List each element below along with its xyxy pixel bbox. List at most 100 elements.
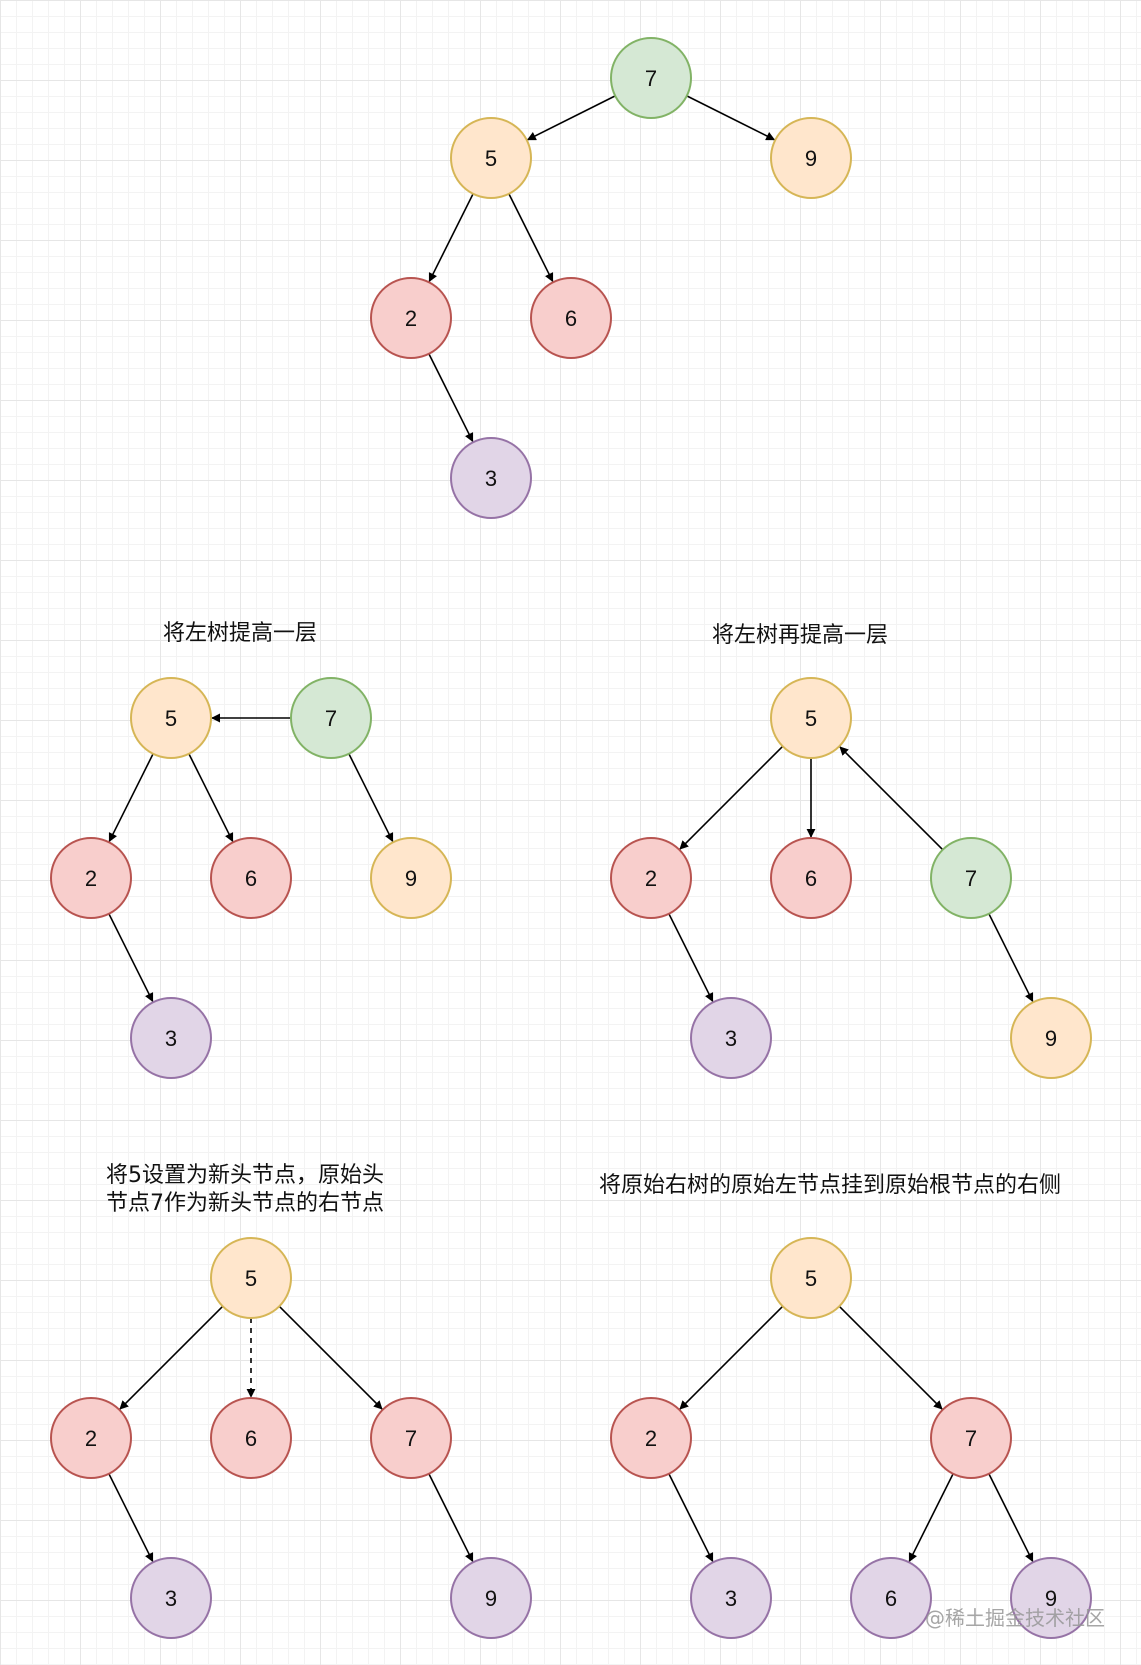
node-label: 9 bbox=[405, 866, 417, 891]
node-step4-2: 2 bbox=[610, 1397, 692, 1479]
node-step3-6: 6 bbox=[210, 1397, 292, 1479]
node-circle bbox=[130, 677, 212, 759]
node-circle bbox=[770, 837, 852, 919]
node-step1-3: 3 bbox=[130, 997, 212, 1079]
node-step2-5: 5 bbox=[770, 677, 852, 759]
node-label: 9 bbox=[805, 146, 817, 171]
node-step4-6: 6 bbox=[850, 1557, 932, 1639]
node-circle bbox=[770, 117, 852, 199]
node-step4-9: 9 bbox=[1010, 1557, 1092, 1639]
node-step4-3: 3 bbox=[690, 1557, 772, 1639]
node-label: 5 bbox=[805, 706, 817, 731]
watermark: @稀土掘金技术社区 bbox=[925, 1606, 1105, 1630]
node-label: 6 bbox=[805, 866, 817, 891]
node-circle bbox=[130, 1557, 212, 1639]
node-circle bbox=[50, 1397, 132, 1479]
node-original-5: 5 bbox=[450, 117, 532, 199]
node-step1-5: 5 bbox=[130, 677, 212, 759]
node-circle bbox=[690, 997, 772, 1079]
node-circle bbox=[130, 997, 212, 1079]
node-step3-9: 9 bbox=[450, 1557, 532, 1639]
edge-step4-n5-n2 bbox=[679, 1305, 784, 1410]
node-label: 2 bbox=[645, 866, 657, 891]
caption-step4: 将原始右树的原始左节点挂到原始根节点的右侧 bbox=[598, 1173, 1061, 1198]
tree-original: 7 5 9 2 6 3 bbox=[370, 37, 852, 519]
node-original-9: 9 bbox=[770, 117, 852, 199]
caption-step2: 将左树再提高一层 bbox=[711, 623, 888, 648]
node-label: 2 bbox=[405, 306, 417, 331]
node-circle bbox=[210, 1237, 292, 1319]
edge-step3-n7-n9 bbox=[428, 1473, 474, 1563]
caption-step3-line1: 将5设置为新头节点，原始头 bbox=[106, 1163, 384, 1188]
node-label: 7 bbox=[645, 66, 657, 91]
edge-original-n5-n6 bbox=[508, 193, 554, 283]
node-label: 9 bbox=[1045, 1026, 1057, 1051]
node-label: 7 bbox=[965, 866, 977, 891]
node-label: 3 bbox=[725, 1026, 737, 1051]
node-circle bbox=[610, 1397, 692, 1479]
edge-step1-n5-n2 bbox=[108, 753, 154, 843]
node-circle bbox=[370, 277, 452, 359]
tree-step2: 5 2 6 7 3 9 bbox=[610, 677, 1092, 1079]
node-original-3: 3 bbox=[450, 437, 532, 519]
node-label: 5 bbox=[805, 1266, 817, 1291]
caption-step3-line2: 节点7作为新头节点的右节点 bbox=[106, 1191, 384, 1216]
node-label: 9 bbox=[1045, 1586, 1057, 1611]
node-circle bbox=[610, 837, 692, 919]
node-step1-6: 6 bbox=[210, 837, 292, 919]
node-step2-2: 2 bbox=[610, 837, 692, 919]
edge-step1-n5-n6 bbox=[188, 753, 234, 843]
node-step2-6: 6 bbox=[770, 837, 852, 919]
node-circle bbox=[770, 677, 852, 759]
node-step1-7: 7 bbox=[290, 677, 372, 759]
node-label: 6 bbox=[245, 866, 257, 891]
edge-step4-n7-n6 bbox=[908, 1473, 954, 1563]
edge-step3-n5-n2 bbox=[119, 1305, 224, 1410]
node-step4-5: 5 bbox=[770, 1237, 852, 1319]
edge-step2-n5-n2 bbox=[679, 745, 784, 850]
node-step2-7: 7 bbox=[930, 837, 1012, 919]
node-original-2: 2 bbox=[370, 277, 452, 359]
edge-original-n5-n2 bbox=[428, 193, 474, 283]
edges-layer bbox=[108, 95, 1034, 1563]
node-label: 2 bbox=[85, 1426, 97, 1451]
tree-step4: 5 2 7 3 6 9 bbox=[610, 1237, 1092, 1639]
node-circle bbox=[610, 37, 692, 119]
node-step4-7: 7 bbox=[930, 1397, 1012, 1479]
edge-step4-n7-n9 bbox=[988, 1473, 1034, 1563]
node-step3-7: 7 bbox=[370, 1397, 452, 1479]
node-label: 5 bbox=[485, 146, 497, 171]
edge-step2-n7-n9 bbox=[988, 913, 1034, 1003]
node-circle bbox=[370, 1397, 452, 1479]
node-circle bbox=[690, 1557, 772, 1639]
node-circle bbox=[370, 837, 452, 919]
node-step3-2: 2 bbox=[50, 1397, 132, 1479]
node-step1-2: 2 bbox=[50, 837, 132, 919]
node-circle bbox=[450, 1557, 532, 1639]
edge-original-n7-n5 bbox=[526, 95, 616, 141]
node-label: 7 bbox=[325, 706, 337, 731]
node-circle bbox=[210, 1397, 292, 1479]
node-circle bbox=[930, 837, 1012, 919]
node-circle bbox=[290, 677, 372, 759]
node-step2-3: 3 bbox=[690, 997, 772, 1079]
caption-step1: 将左树提高一层 bbox=[162, 621, 317, 646]
node-label: 6 bbox=[245, 1426, 257, 1451]
node-label: 9 bbox=[485, 1586, 497, 1611]
node-label: 6 bbox=[885, 1586, 897, 1611]
node-circle bbox=[50, 837, 132, 919]
node-circle bbox=[530, 277, 612, 359]
node-label: 3 bbox=[165, 1586, 177, 1611]
edge-original-n2-n3 bbox=[428, 353, 474, 443]
node-step2-9: 9 bbox=[1010, 997, 1092, 1079]
node-step1-9: 9 bbox=[370, 837, 452, 919]
node-label: 6 bbox=[565, 306, 577, 331]
node-label: 7 bbox=[965, 1426, 977, 1451]
edge-step1-n2-n3 bbox=[108, 913, 154, 1003]
node-circle bbox=[930, 1397, 1012, 1479]
edge-original-n7-n9 bbox=[686, 95, 776, 141]
edge-step3-n5-n7 bbox=[278, 1305, 383, 1410]
